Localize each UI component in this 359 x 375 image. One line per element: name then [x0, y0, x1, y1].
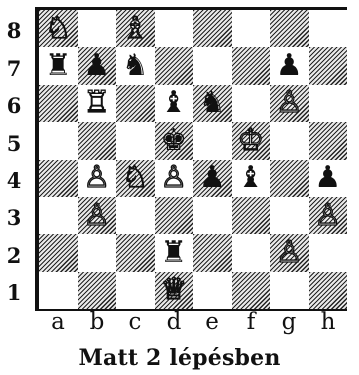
square-d8[interactable] [155, 10, 194, 47]
square-c8[interactable] [116, 10, 155, 47]
square-a2[interactable] [39, 234, 78, 271]
square-h7[interactable] [309, 47, 348, 84]
square-b5[interactable] [78, 122, 117, 159]
square-g4[interactable] [270, 160, 309, 197]
square-e8[interactable] [193, 10, 232, 47]
square-b6[interactable] [78, 85, 117, 122]
square-f1[interactable] [232, 272, 271, 309]
square-h2[interactable] [309, 234, 348, 271]
file-label-h: h [309, 311, 347, 334]
square-b4[interactable] [78, 160, 117, 197]
square-g6[interactable] [270, 85, 309, 122]
rank-label-6: 6 [6, 95, 22, 116]
square-h5[interactable] [309, 122, 348, 159]
square-d5[interactable] [155, 122, 194, 159]
file-label-d: d [155, 311, 193, 334]
square-b7[interactable] [78, 47, 117, 84]
rank-label-5: 5 [6, 133, 22, 154]
square-f8[interactable] [232, 10, 271, 47]
square-h6[interactable] [309, 85, 348, 122]
square-e1[interactable] [193, 272, 232, 309]
square-g1[interactable] [270, 272, 309, 309]
puzzle-caption: Matt 2 lépésben [0, 345, 359, 371]
square-e2[interactable] [193, 234, 232, 271]
square-g8[interactable] [270, 10, 309, 47]
square-g2[interactable] [270, 234, 309, 271]
square-d2[interactable] [155, 234, 194, 271]
square-a8[interactable] [39, 10, 78, 47]
chess-board: ♘♗♜♟♞♟♖♝♞♙♚♔♙♘♙♟♝♟♙♙♜♙♕ [35, 7, 347, 311]
square-e5[interactable] [193, 122, 232, 159]
square-a6[interactable] [39, 85, 78, 122]
square-c3[interactable] [116, 197, 155, 234]
square-f2[interactable] [232, 234, 271, 271]
square-b1[interactable] [78, 272, 117, 309]
square-e3[interactable] [193, 197, 232, 234]
square-g7[interactable] [270, 47, 309, 84]
square-g3[interactable] [270, 197, 309, 234]
square-b3[interactable] [78, 197, 117, 234]
square-e7[interactable] [193, 47, 232, 84]
square-f5[interactable] [232, 122, 271, 159]
file-label-a: a [39, 311, 77, 334]
square-e4[interactable] [193, 160, 232, 197]
square-c4[interactable] [116, 160, 155, 197]
square-c2[interactable] [116, 234, 155, 271]
square-f7[interactable] [232, 47, 271, 84]
rank-label-3: 3 [6, 207, 22, 228]
square-h8[interactable] [309, 10, 348, 47]
square-h1[interactable] [309, 272, 348, 309]
square-c7[interactable] [116, 47, 155, 84]
square-a5[interactable] [39, 122, 78, 159]
square-d1[interactable] [155, 272, 194, 309]
square-e6[interactable] [193, 85, 232, 122]
square-c1[interactable] [116, 272, 155, 309]
square-d7[interactable] [155, 47, 194, 84]
rank-label-8: 8 [6, 20, 22, 41]
square-b2[interactable] [78, 234, 117, 271]
rank-label-1: 1 [6, 282, 22, 303]
square-f4[interactable] [232, 160, 271, 197]
square-c5[interactable] [116, 122, 155, 159]
square-d6[interactable] [155, 85, 194, 122]
square-a7[interactable] [39, 47, 78, 84]
square-h4[interactable] [309, 160, 348, 197]
file-label-e: e [193, 311, 231, 334]
square-a3[interactable] [39, 197, 78, 234]
square-a1[interactable] [39, 272, 78, 309]
square-b8[interactable] [78, 10, 117, 47]
square-c6[interactable] [116, 85, 155, 122]
square-g5[interactable] [270, 122, 309, 159]
file-label-c: c [116, 311, 154, 334]
rank-label-2: 2 [6, 245, 22, 266]
square-a4[interactable] [39, 160, 78, 197]
square-h3[interactable] [309, 197, 348, 234]
square-d4[interactable] [155, 160, 194, 197]
file-label-g: g [270, 311, 308, 334]
square-f3[interactable] [232, 197, 271, 234]
file-label-b: b [78, 311, 116, 334]
rank-label-7: 7 [6, 58, 22, 79]
square-f6[interactable] [232, 85, 271, 122]
rank-label-4: 4 [6, 170, 22, 191]
square-d3[interactable] [155, 197, 194, 234]
file-label-f: f [232, 311, 270, 334]
